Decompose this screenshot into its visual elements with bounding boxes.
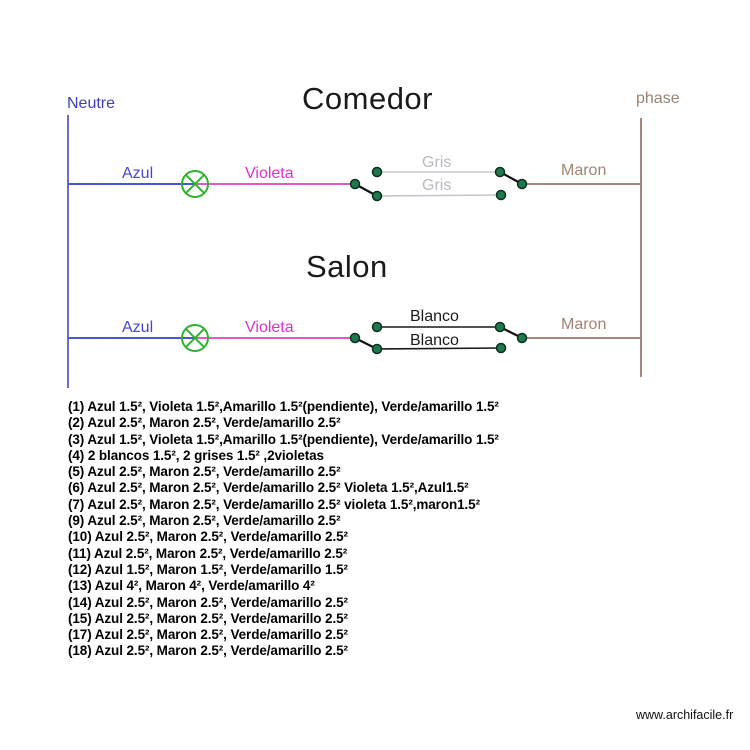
wire-spec-line: (6) Azul 2.5², Maron 2.5², Verde/amarill…: [68, 480, 469, 496]
wire-spec-line: (18) Azul 2.5², Maron 2.5², Verde/amaril…: [68, 643, 348, 659]
wire-spec-line: (15) Azul 2.5², Maron 2.5², Verde/amaril…: [68, 610, 348, 626]
wire-spec-line: (10) Azul 2.5², Maron 2.5², Verde/amaril…: [68, 529, 348, 545]
switch-contact-dot: [349, 178, 361, 190]
comedor-gris-wire-bottom: [376, 194, 502, 197]
comedor-lamp-cross: [185, 174, 205, 194]
wire-spec-line: (1) Azul 1.5², Violeta 1.5²,Amarillo 1.5…: [68, 399, 499, 414]
wire-spec-line: (14) Azul 2.5², Maron 2.5², Verde/amaril…: [68, 594, 348, 610]
switch-contact-dot: [516, 178, 528, 190]
neutral-bus-label: Neutre: [67, 95, 116, 112]
wire-spec-line: (4) 2 blancos 1.5², 2 grises 1.5² ,2viol…: [68, 447, 324, 463]
comedor-circuit: [68, 166, 641, 202]
salon-azul-label: Azul: [122, 319, 154, 336]
phase-bus-label: phase: [636, 90, 680, 107]
switch-contact-dot: [371, 321, 383, 333]
comedor-lamp-icon: [181, 170, 209, 198]
wire-spec-line: (5) Azul 2.5², Maron 2.5², Verde/amarill…: [68, 464, 341, 480]
salon-violeta-label: Violeta: [245, 319, 294, 336]
comedor-gris-bottom-label: Gris: [422, 177, 452, 194]
comedor-gris-top-label: Gris: [422, 154, 452, 171]
switch-contact-dot: [494, 166, 506, 178]
wire-spec-line: (7) Azul 2.5², Maron 2.5², Verde/amarill…: [68, 496, 480, 512]
switch-contact-dot: [516, 332, 528, 344]
switch-contact-dot: [495, 342, 507, 354]
switch-contact-dot: [371, 166, 383, 178]
salon-blanco-top-label: Blanco: [410, 308, 459, 325]
comedor-azul-label: Azul: [122, 165, 154, 182]
salon-circuit: [68, 321, 641, 355]
switch-contact-dot: [371, 190, 383, 202]
switch-contact-dot: [371, 343, 383, 355]
salon-maron-label: Maron: [561, 316, 607, 333]
switch-contact-dot: [495, 189, 507, 201]
room-title-comedor: Comedor: [302, 81, 433, 116]
switch-contact-dot: [349, 332, 361, 344]
wire-spec-list: (1) Azul 1.5², Violeta 1.5²,Amarillo 1.5…: [68, 399, 499, 660]
salon-lamp-cross: [185, 328, 205, 348]
room-title-salon: Salon: [306, 249, 388, 284]
wire-spec-line: (2) Azul 2.5², Maron 2.5², Verde/amarill…: [68, 415, 341, 431]
wire-spec-line: (3) Azul 1.5², Violeta 1.5²,Amarillo 1.5…: [68, 431, 499, 447]
wire-spec-line: (11) Azul 2.5², Maron 2.5², Verde/amaril…: [68, 545, 348, 561]
wire-spec-line: (9) Azul 2.5², Maron 2.5², Verde/amarill…: [68, 513, 341, 529]
watermark-text: www.archifacile.fr: [636, 708, 734, 722]
salon-blanco-bottom-label: Blanco: [410, 332, 459, 349]
comedor-violeta-label: Violeta: [245, 165, 294, 182]
switch-contact-dot: [494, 321, 506, 333]
salon-blanco-wire-bottom: [376, 347, 502, 350]
wire-spec-line: (13) Azul 4², Maron 4², Verde/amarillo 4…: [68, 578, 315, 594]
wire-spec-line: (12) Azul 1.5², Maron 1.5², Verde/amaril…: [68, 561, 348, 577]
comedor-maron-label: Maron: [561, 162, 607, 179]
salon-lamp-icon: [181, 324, 209, 352]
wire-spec-line: (17) Azul 2.5², Maron 2.5², Verde/amaril…: [68, 627, 348, 643]
